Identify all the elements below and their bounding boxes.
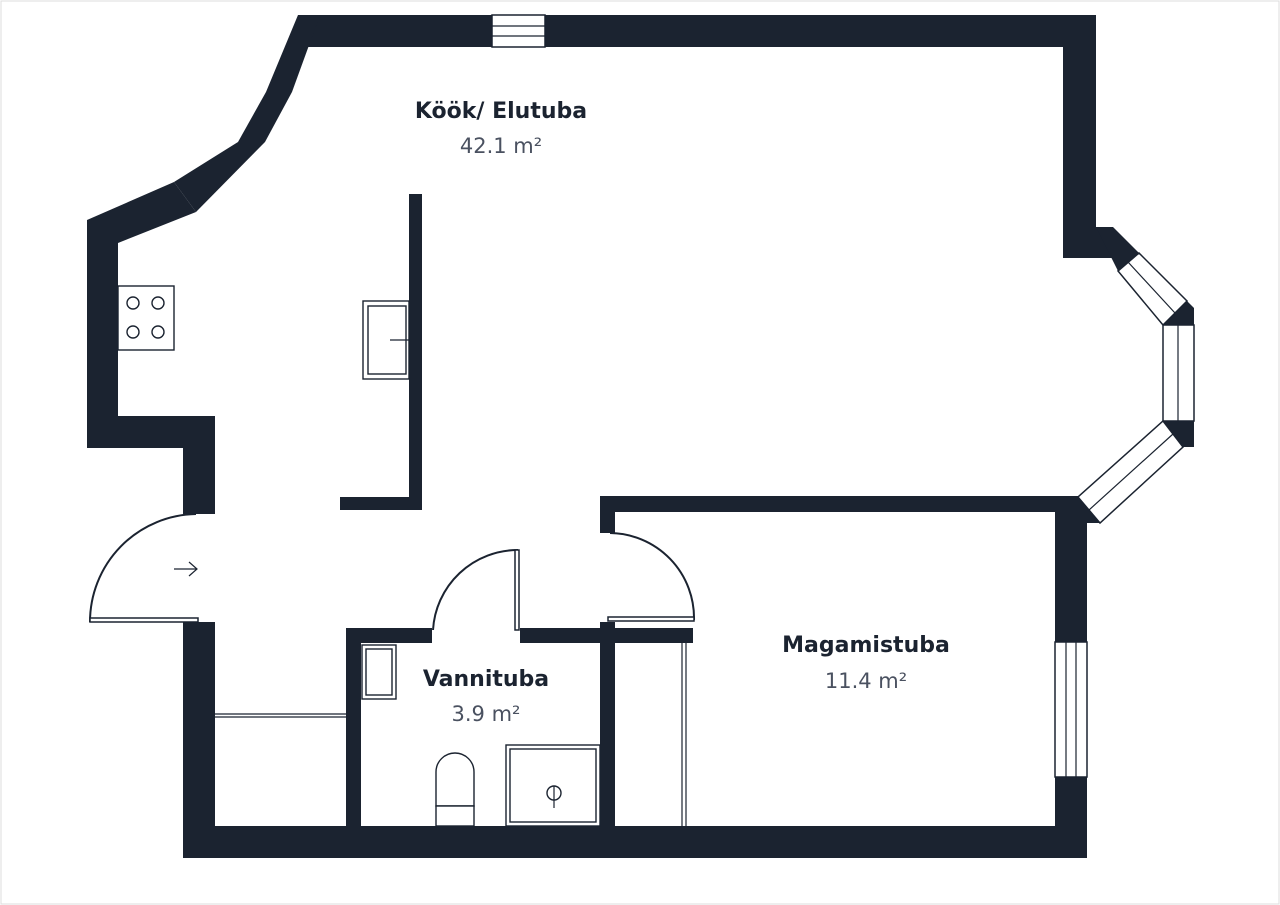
wall-bottom — [183, 826, 1087, 858]
door-entrance-swing — [89, 513, 197, 623]
wall-kitchen-partition-foot — [340, 497, 422, 510]
wall-diagonal-2 — [238, 92, 292, 142]
wall-bay-corner-1 — [1096, 227, 1139, 271]
wall-top — [298, 15, 1096, 47]
wall-diagonal-3 — [174, 142, 265, 212]
room-label-bedroom: Magamistuba 11.4 m² — [782, 633, 950, 693]
door-entrance-leaf — [89, 617, 199, 623]
toilet-icon — [435, 752, 475, 827]
wall-right-upper — [1063, 15, 1096, 258]
door-bathroom-swing — [432, 548, 519, 631]
wall-bedroom-top — [600, 496, 1087, 512]
wall-bath-right — [600, 622, 615, 858]
room-label-bathroom: Vannituba 3.9 m² — [423, 667, 549, 726]
room-area: 42.1 m² — [460, 134, 542, 158]
stove-icon — [117, 285, 175, 351]
wall-bath-left — [346, 628, 361, 858]
wall-diagonal-1 — [266, 15, 320, 92]
room-label-kitchen-living: Köök/ Elutuba 42.1 m² — [415, 99, 587, 158]
wall-right-lower-1 — [1055, 497, 1087, 642]
wall-kitchen-partition — [409, 194, 422, 510]
wall-bath-top-left — [346, 628, 432, 643]
wall-left-upper — [87, 220, 118, 448]
window-top — [491, 14, 546, 48]
room-area: 11.4 m² — [825, 669, 907, 693]
door-bedroom-leaf — [607, 616, 695, 622]
door-bathroom-leaf — [514, 549, 520, 631]
sink-icon — [362, 300, 410, 380]
wall-bedroom-stub — [600, 496, 615, 533]
room-name: Vannituba — [423, 667, 549, 692]
room-name: Magamistuba — [782, 633, 950, 658]
bath-sink-icon — [361, 644, 397, 700]
room-area: 3.9 m² — [452, 702, 521, 726]
window-bedroom — [1054, 641, 1088, 778]
door-bedroom-swing — [609, 532, 696, 621]
shower-icon — [505, 744, 601, 827]
windows — [491, 14, 1195, 778]
room-name: Köök/ Elutuba — [415, 99, 587, 124]
wall-right-lower-2 — [1055, 777, 1087, 858]
wall-left-lower — [183, 622, 215, 858]
doors — [89, 513, 696, 826]
wall-bay-corner-3 — [1163, 421, 1194, 447]
entrance-arrow-icon — [174, 561, 198, 577]
wall-entry-upper — [183, 416, 215, 514]
walls — [87, 15, 1194, 858]
